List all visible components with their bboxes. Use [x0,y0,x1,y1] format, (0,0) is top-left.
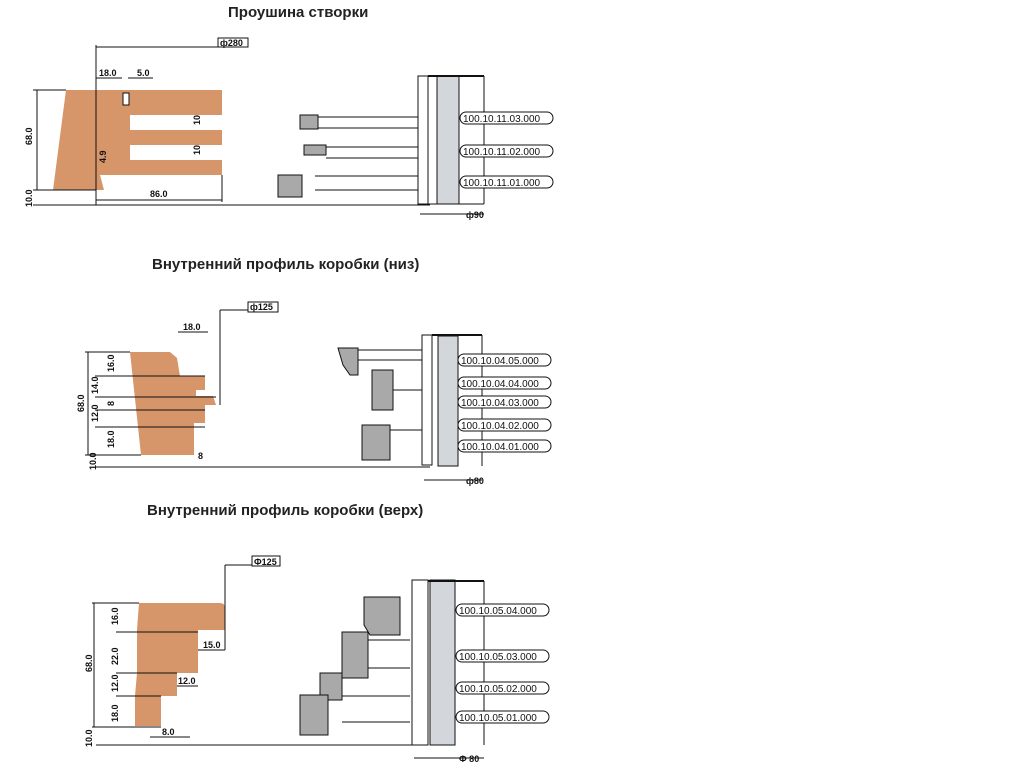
dim-8-h: 8.0 [162,727,175,737]
bore-1: ф90 [466,210,484,220]
part-number: 100.10.11.01.000 [463,178,541,189]
dim-68: 68.0 [84,654,94,672]
dim-5: 5.0 [137,68,150,78]
dim-gap-1: 10 [192,115,202,125]
bore-3: Ф 80 [459,754,479,764]
dim-base-3: 10.0 [84,729,94,747]
dim-12: 12.0 [90,404,100,422]
part-labels-3: 100.10.05.04.000 100.10.05.03.000 100.10… [455,603,550,724]
dim-22: 22.0 [110,647,120,665]
dim-18: 18.0 [106,430,116,448]
dim-68: 68.0 [24,127,34,145]
diameter-label-3: Ф125 [254,557,277,567]
dim-16: 16.0 [110,607,120,625]
dim-8: 8 [198,451,203,461]
part-labels-1: 100.10.11.03.000 100.10.11.02.000 100.10… [459,111,554,189]
section-title-2: Внутренний профиль коробки (низ) [152,256,420,273]
bore-2: ф80 [466,476,484,486]
part-number: 100.10.11.02.000 [463,147,541,158]
diameter-label-1: ф280 [220,38,243,48]
dim-12: 12.0 [110,674,120,692]
part-number: 100.10.04.01.000 [461,442,539,453]
part-number: 100.10.04.03.000 [461,398,539,409]
diameter-label-2: ф125 [250,302,273,312]
dim-base-2: 10.0 [88,452,98,470]
part-number: 100.10.05.04.000 [459,606,537,617]
dim-12-h: 12.0 [178,676,196,686]
dim-top-18: 18.0 [183,322,201,332]
dim-gap-2: 10 [192,145,202,155]
part-number: 100.10.05.01.000 [459,713,537,724]
dim-68: 68.0 [76,394,86,412]
part-number: 100.10.04.05.000 [461,356,539,367]
part-number: 100.10.05.03.000 [459,652,537,663]
section-1: ф280 18.0 5.0 86.0 68.0 10.0 10 10 4.9 ф… [24,37,485,220]
dim-14: 14.0 [90,376,100,394]
part-labels-2: 100.10.04.05.000 100.10.04.04.000 100.10… [457,353,552,453]
dim-4-9: 4.9 [98,150,108,163]
section-2: ф125 18.0 8 68.0 10.0 16.0 14.0 8 12.0 1… [76,301,484,486]
section-3: Ф125 15.0 12.0 8.0 68.0 10.0 16.0 22.0 1… [84,555,485,764]
dim-base-1: 10.0 [24,189,34,207]
part-number: 100.10.04.02.000 [461,421,539,432]
dim-8-v: 8 [106,401,116,406]
part-number: 100.10.11.03.000 [463,114,541,125]
wood-profile-2 [130,352,216,455]
dim-16: 16.0 [106,354,116,372]
wood-profile-3 [135,603,225,726]
section-title-3: Внутренний профиль коробки (верх) [147,502,424,519]
dim-86: 86.0 [150,189,168,199]
dim-15: 15.0 [203,640,221,650]
dim-18: 18.0 [110,704,120,722]
part-number: 100.10.05.02.000 [459,684,537,695]
part-number: 100.10.04.04.000 [461,379,539,390]
wood-profile-1 [53,90,222,190]
section-title-1: Проушина створки [228,4,369,21]
dim-18: 18.0 [99,68,117,78]
